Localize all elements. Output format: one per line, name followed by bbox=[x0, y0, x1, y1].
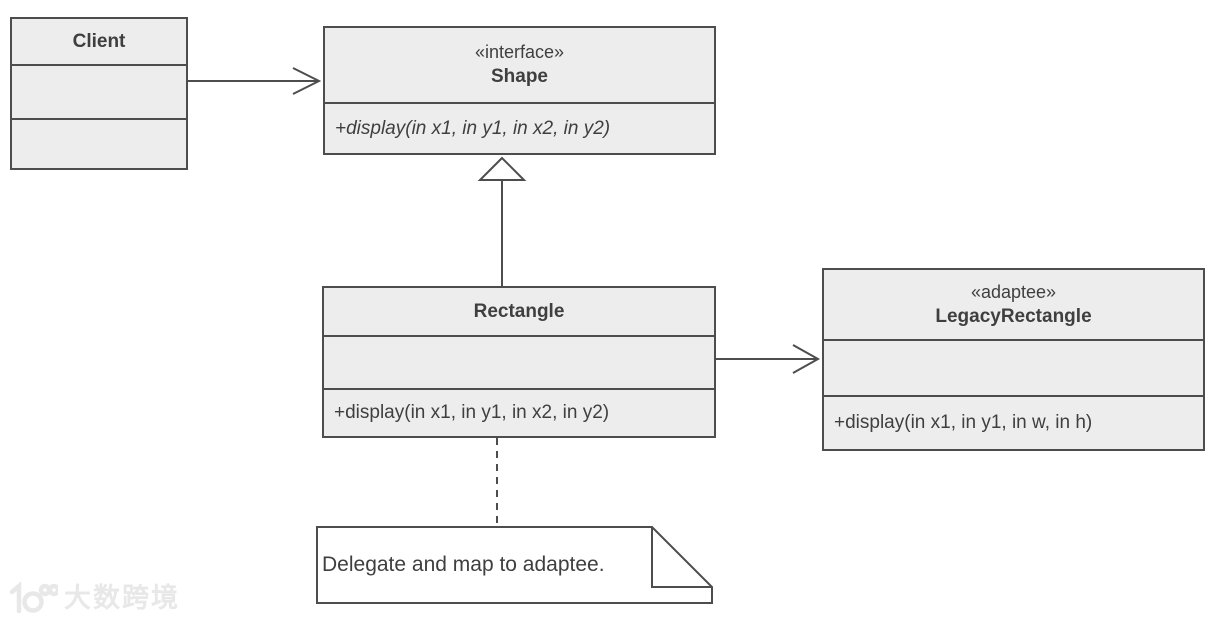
class-box-client: Client bbox=[10, 17, 188, 170]
shape-title-compartment: «interface» Shape bbox=[325, 28, 714, 102]
open-arrowhead-icon bbox=[292, 67, 322, 95]
rectangle-method: +display(in x1, in y1, in x2, in y2) bbox=[324, 388, 714, 436]
class-box-legacy-rectangle: «adaptee» LegacyRectangle +display(in x1… bbox=[822, 268, 1205, 451]
open-arrowhead-icon bbox=[792, 344, 821, 374]
association-rectangle-legacy bbox=[716, 344, 821, 374]
hollow-triangle-arrowhead-icon bbox=[477, 156, 527, 181]
shape-stereotype: «interface» bbox=[474, 42, 565, 63]
client-attributes-compartment bbox=[12, 64, 186, 118]
association-client-shape bbox=[188, 67, 322, 95]
shape-method: +display(in x1, in y1, in x2, in y2) bbox=[325, 102, 714, 153]
client-methods-compartment bbox=[12, 118, 186, 168]
rectangle-class-name: Rectangle bbox=[473, 300, 565, 322]
legacy-title-compartment: «adaptee» LegacyRectangle bbox=[824, 270, 1203, 339]
legacy-stereotype: «adaptee» bbox=[970, 281, 1057, 302]
legacy-attributes-compartment bbox=[824, 339, 1203, 395]
watermark: 大数跨境 bbox=[8, 580, 180, 616]
watermark-text: 大数跨境 bbox=[64, 582, 180, 613]
legacy-method: +display(in x1, in y1, in w, in h) bbox=[824, 395, 1203, 449]
shape-class-name: Shape bbox=[490, 66, 549, 88]
watermark-logo-icon bbox=[9, 581, 58, 614]
class-box-rectangle: Rectangle +display(in x1, in y1, in x2, … bbox=[322, 286, 716, 438]
rectangle-attributes-compartment bbox=[324, 335, 714, 388]
rectangle-title-compartment: Rectangle bbox=[324, 288, 714, 335]
legacy-class-name: LegacyRectangle bbox=[935, 305, 1092, 327]
note-fold-icon bbox=[651, 527, 712, 588]
note-text: Delegate and map to adaptee. bbox=[322, 553, 605, 576]
client-class-name: Client bbox=[72, 30, 126, 52]
class-box-shape: «interface» Shape +display(in x1, in y1,… bbox=[323, 26, 716, 155]
client-title-compartment: Client bbox=[12, 19, 186, 64]
generalization-rectangle-shape bbox=[477, 156, 527, 287]
